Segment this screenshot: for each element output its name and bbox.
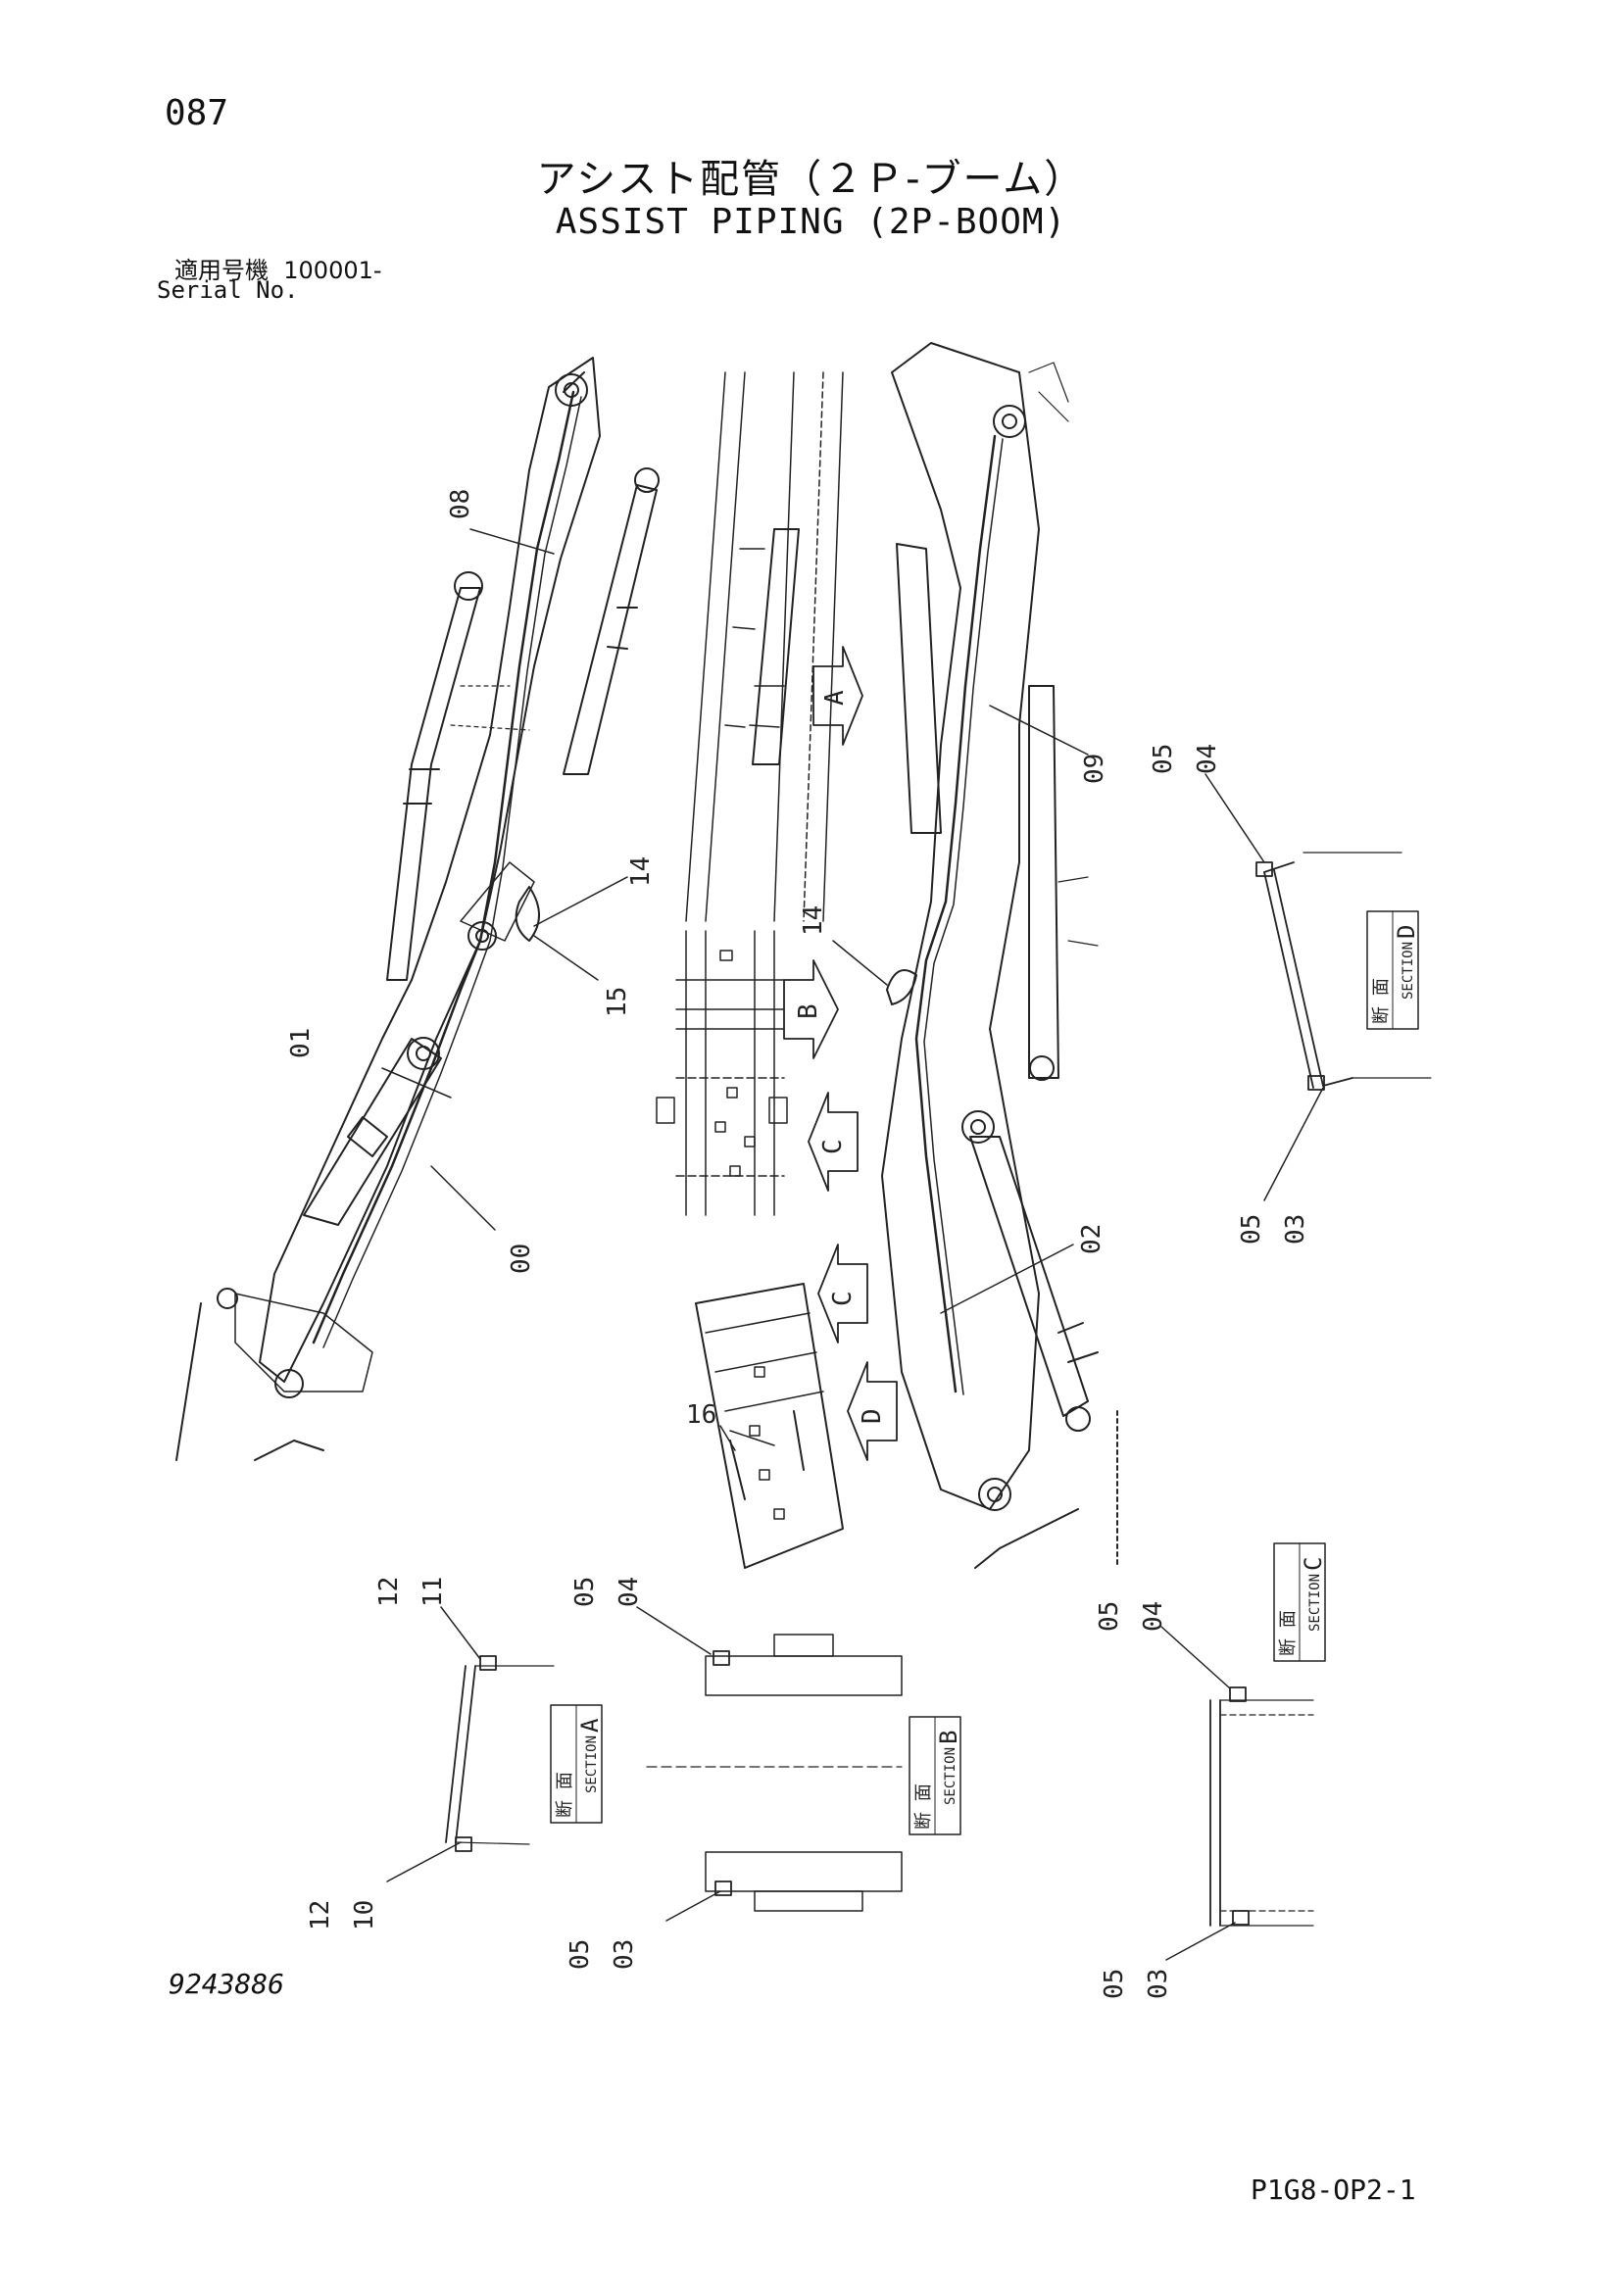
callout-15: 15: [603, 987, 632, 1017]
callout-a-10: 10: [350, 1900, 379, 1930]
view-marker-c-lower-label: C: [828, 1291, 858, 1306]
section-b-en: SECTION: [943, 1747, 958, 1805]
view-marker-b-label: B: [794, 1003, 823, 1019]
view-marker-b: B: [783, 959, 839, 1059]
callout-b-05-bottom: 05: [565, 1939, 595, 1970]
callouts: 08 09 14 15 14 01 00 02 16 05 04 05 03 1…: [286, 489, 1310, 1999]
serial-label-japanese: 適用号機 100001-: [174, 251, 382, 285]
section-d-jp: 断 面: [1371, 978, 1392, 1024]
serial-label-jp-text: 適用号機: [174, 257, 269, 284]
callout-d-04: 04: [1193, 744, 1222, 774]
callout-00: 00: [507, 1244, 536, 1274]
serial-value: 100001-: [283, 257, 382, 284]
section-a-letter: A: [576, 1718, 604, 1733]
right-boom-assembly: [881, 342, 1118, 1569]
callout-d-03: 03: [1281, 1214, 1310, 1245]
callout-c-05-top: 05: [1095, 1601, 1124, 1632]
callout-14-left: 14: [626, 856, 656, 887]
page-code: P1G8-OP2-1: [1251, 2174, 1416, 2206]
callout-b-05-top: 05: [570, 1577, 600, 1607]
section-c-detail: [1209, 1686, 1314, 1927]
callout-01: 01: [286, 1028, 316, 1058]
section-c-letter: C: [1300, 1557, 1327, 1571]
serial-label-english: Serial No.: [157, 276, 299, 304]
callout-d-05-bottom: 05: [1237, 1214, 1266, 1245]
view-marker-a: A: [812, 646, 863, 746]
callout-c-03: 03: [1144, 1969, 1173, 1999]
section-b-letter: B: [935, 1731, 962, 1744]
section-label-d: 断 面 SECTION D: [1366, 910, 1420, 1030]
callout-b-03: 03: [610, 1939, 639, 1970]
callout-c-04: 04: [1139, 1601, 1168, 1632]
view-marker-d-label: D: [858, 1408, 887, 1424]
page-number: 087: [165, 93, 229, 133]
section-b-detail: [646, 1634, 903, 1912]
section-b-jp: 断 面: [913, 1783, 934, 1830]
section-d-en: SECTION: [1401, 942, 1416, 1000]
section-label-a: 断 面 SECTION A: [550, 1704, 604, 1824]
callout-d-05-top: 05: [1149, 744, 1178, 774]
title-english: ASSIST PIPING (2P-BOOM): [555, 202, 1067, 242]
section-c-jp: 断 面: [1278, 1610, 1299, 1656]
section-a-en: SECTION: [584, 1735, 600, 1793]
drawing-number: 9243886: [169, 1968, 285, 2000]
section-label-c: 断 面 SECTION C: [1273, 1542, 1327, 1662]
section-a-jp: 断 面: [555, 1772, 575, 1818]
callout-b-04: 04: [614, 1577, 644, 1607]
view-marker-c-lower: C: [817, 1244, 868, 1343]
section-a-detail: [445, 1655, 555, 1852]
callout-02: 02: [1077, 1224, 1106, 1254]
callout-14-right: 14: [799, 905, 828, 936]
leader-lines: [381, 528, 1324, 1961]
callout-c-05-bottom: 05: [1100, 1969, 1129, 1999]
view-marker-c-upper: C: [808, 1092, 859, 1192]
section-d-letter: D: [1393, 925, 1420, 939]
view-marker-a-label: A: [820, 690, 850, 706]
center-middle-section: [656, 930, 788, 1216]
section-label-b: 断 面 SECTION B: [909, 1716, 962, 1835]
left-boom-assembly: [175, 357, 660, 1461]
center-upper-section: [685, 371, 844, 922]
view-marker-c-upper-label: C: [818, 1139, 848, 1154]
center-lower-section: [695, 1283, 844, 1569]
section-c-en: SECTION: [1307, 1574, 1323, 1632]
callout-08: 08: [446, 489, 475, 519]
title-japanese: アシスト配管（２Ｐ-ブーム）: [536, 157, 1086, 202]
callout-09: 09: [1080, 754, 1109, 784]
view-marker-d: D: [847, 1361, 898, 1461]
section-d-detail: [1255, 852, 1432, 1091]
callout-a-12-top: 12: [374, 1577, 404, 1607]
callout-16: 16: [686, 1400, 716, 1430]
callout-a-11: 11: [418, 1577, 448, 1607]
callout-a-12-bottom: 12: [306, 1900, 335, 1930]
